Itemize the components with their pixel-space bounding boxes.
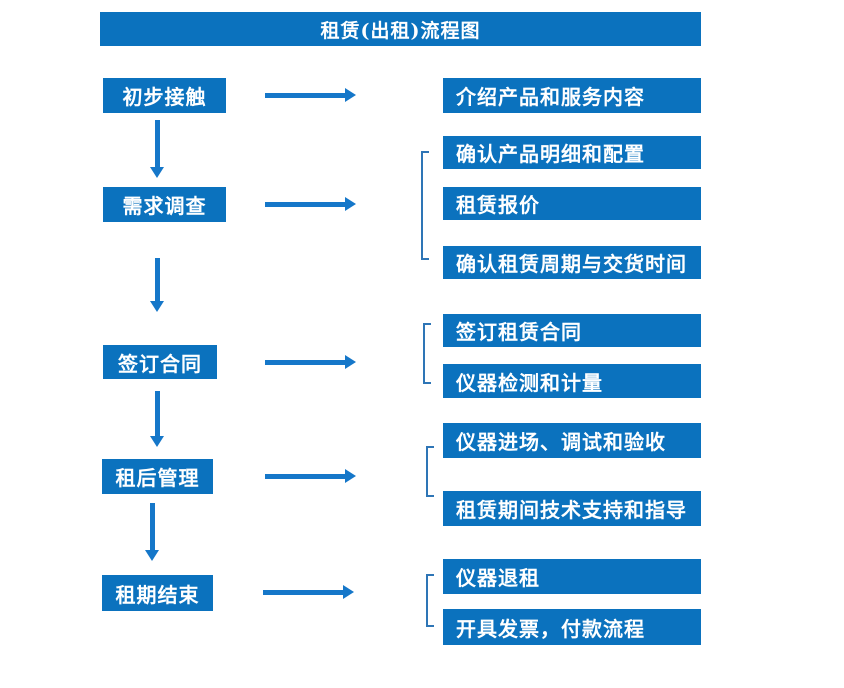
detail-box-instrument-testing: 仪器检测和计量	[443, 364, 701, 398]
arrow-head-icon	[345, 88, 356, 102]
arrow-shaft	[265, 473, 345, 479]
arrow-shaft	[154, 120, 160, 167]
detail-box-rental-quotation: 租赁报价	[443, 187, 701, 220]
right-arrow-sign-contract	[265, 355, 356, 369]
arrow-shaft	[265, 201, 345, 207]
arrow-head-icon	[345, 355, 356, 369]
arrow-shaft	[149, 503, 155, 550]
right-arrow-lease-end	[263, 585, 354, 599]
arrow-shaft	[265, 359, 345, 365]
arrow-shaft	[154, 391, 160, 436]
flow-step-initial-contact: 初步接触	[103, 78, 226, 113]
group-bracket-sign-contract	[423, 323, 431, 384]
down-arrow-2	[150, 258, 164, 312]
detail-box-technical-support: 租赁期间技术支持和指导	[443, 491, 701, 526]
detail-box-instrument-return: 仪器退租	[443, 559, 701, 594]
arrow-head-icon	[343, 585, 354, 599]
arrow-head-icon	[345, 197, 356, 211]
diagram-title: 租赁(出租)流程图	[100, 12, 701, 46]
arrow-shaft	[263, 589, 343, 595]
down-arrow-3	[150, 391, 164, 447]
flow-step-demand-survey: 需求调查	[103, 187, 226, 222]
flow-step-lease-end: 租期结束	[102, 575, 213, 611]
arrow-head-icon	[345, 469, 356, 483]
detail-box-introduce-products: 介绍产品和服务内容	[443, 78, 701, 113]
down-arrow-1	[150, 120, 164, 178]
arrow-shaft	[154, 258, 160, 301]
arrow-shaft	[265, 92, 345, 98]
arrow-head-icon	[145, 550, 159, 561]
flow-step-sign-contract: 签订合同	[103, 345, 217, 379]
right-arrow-post-rental	[265, 469, 356, 483]
right-arrow-initial-contact	[265, 88, 356, 102]
group-bracket-demand-survey	[421, 151, 429, 260]
group-bracket-post-rental	[426, 446, 434, 497]
detail-box-sign-rental-contract: 签订租赁合同	[443, 314, 701, 347]
down-arrow-4	[145, 503, 159, 561]
arrow-head-icon	[150, 301, 164, 312]
arrow-head-icon	[150, 167, 164, 178]
arrow-head-icon	[150, 436, 164, 447]
group-bracket-lease-end	[426, 574, 434, 627]
detail-box-instrument-setup-acceptance: 仪器进场、调试和验收	[443, 423, 701, 458]
detail-box-invoice-payment: 开具发票，付款流程	[443, 609, 701, 645]
detail-box-confirm-product-config: 确认产品明细和配置	[443, 136, 701, 169]
flow-step-post-rental-management: 租后管理	[102, 459, 213, 494]
right-arrow-demand-survey	[265, 197, 356, 211]
detail-box-confirm-period-delivery: 确认租赁周期与交货时间	[443, 246, 701, 279]
